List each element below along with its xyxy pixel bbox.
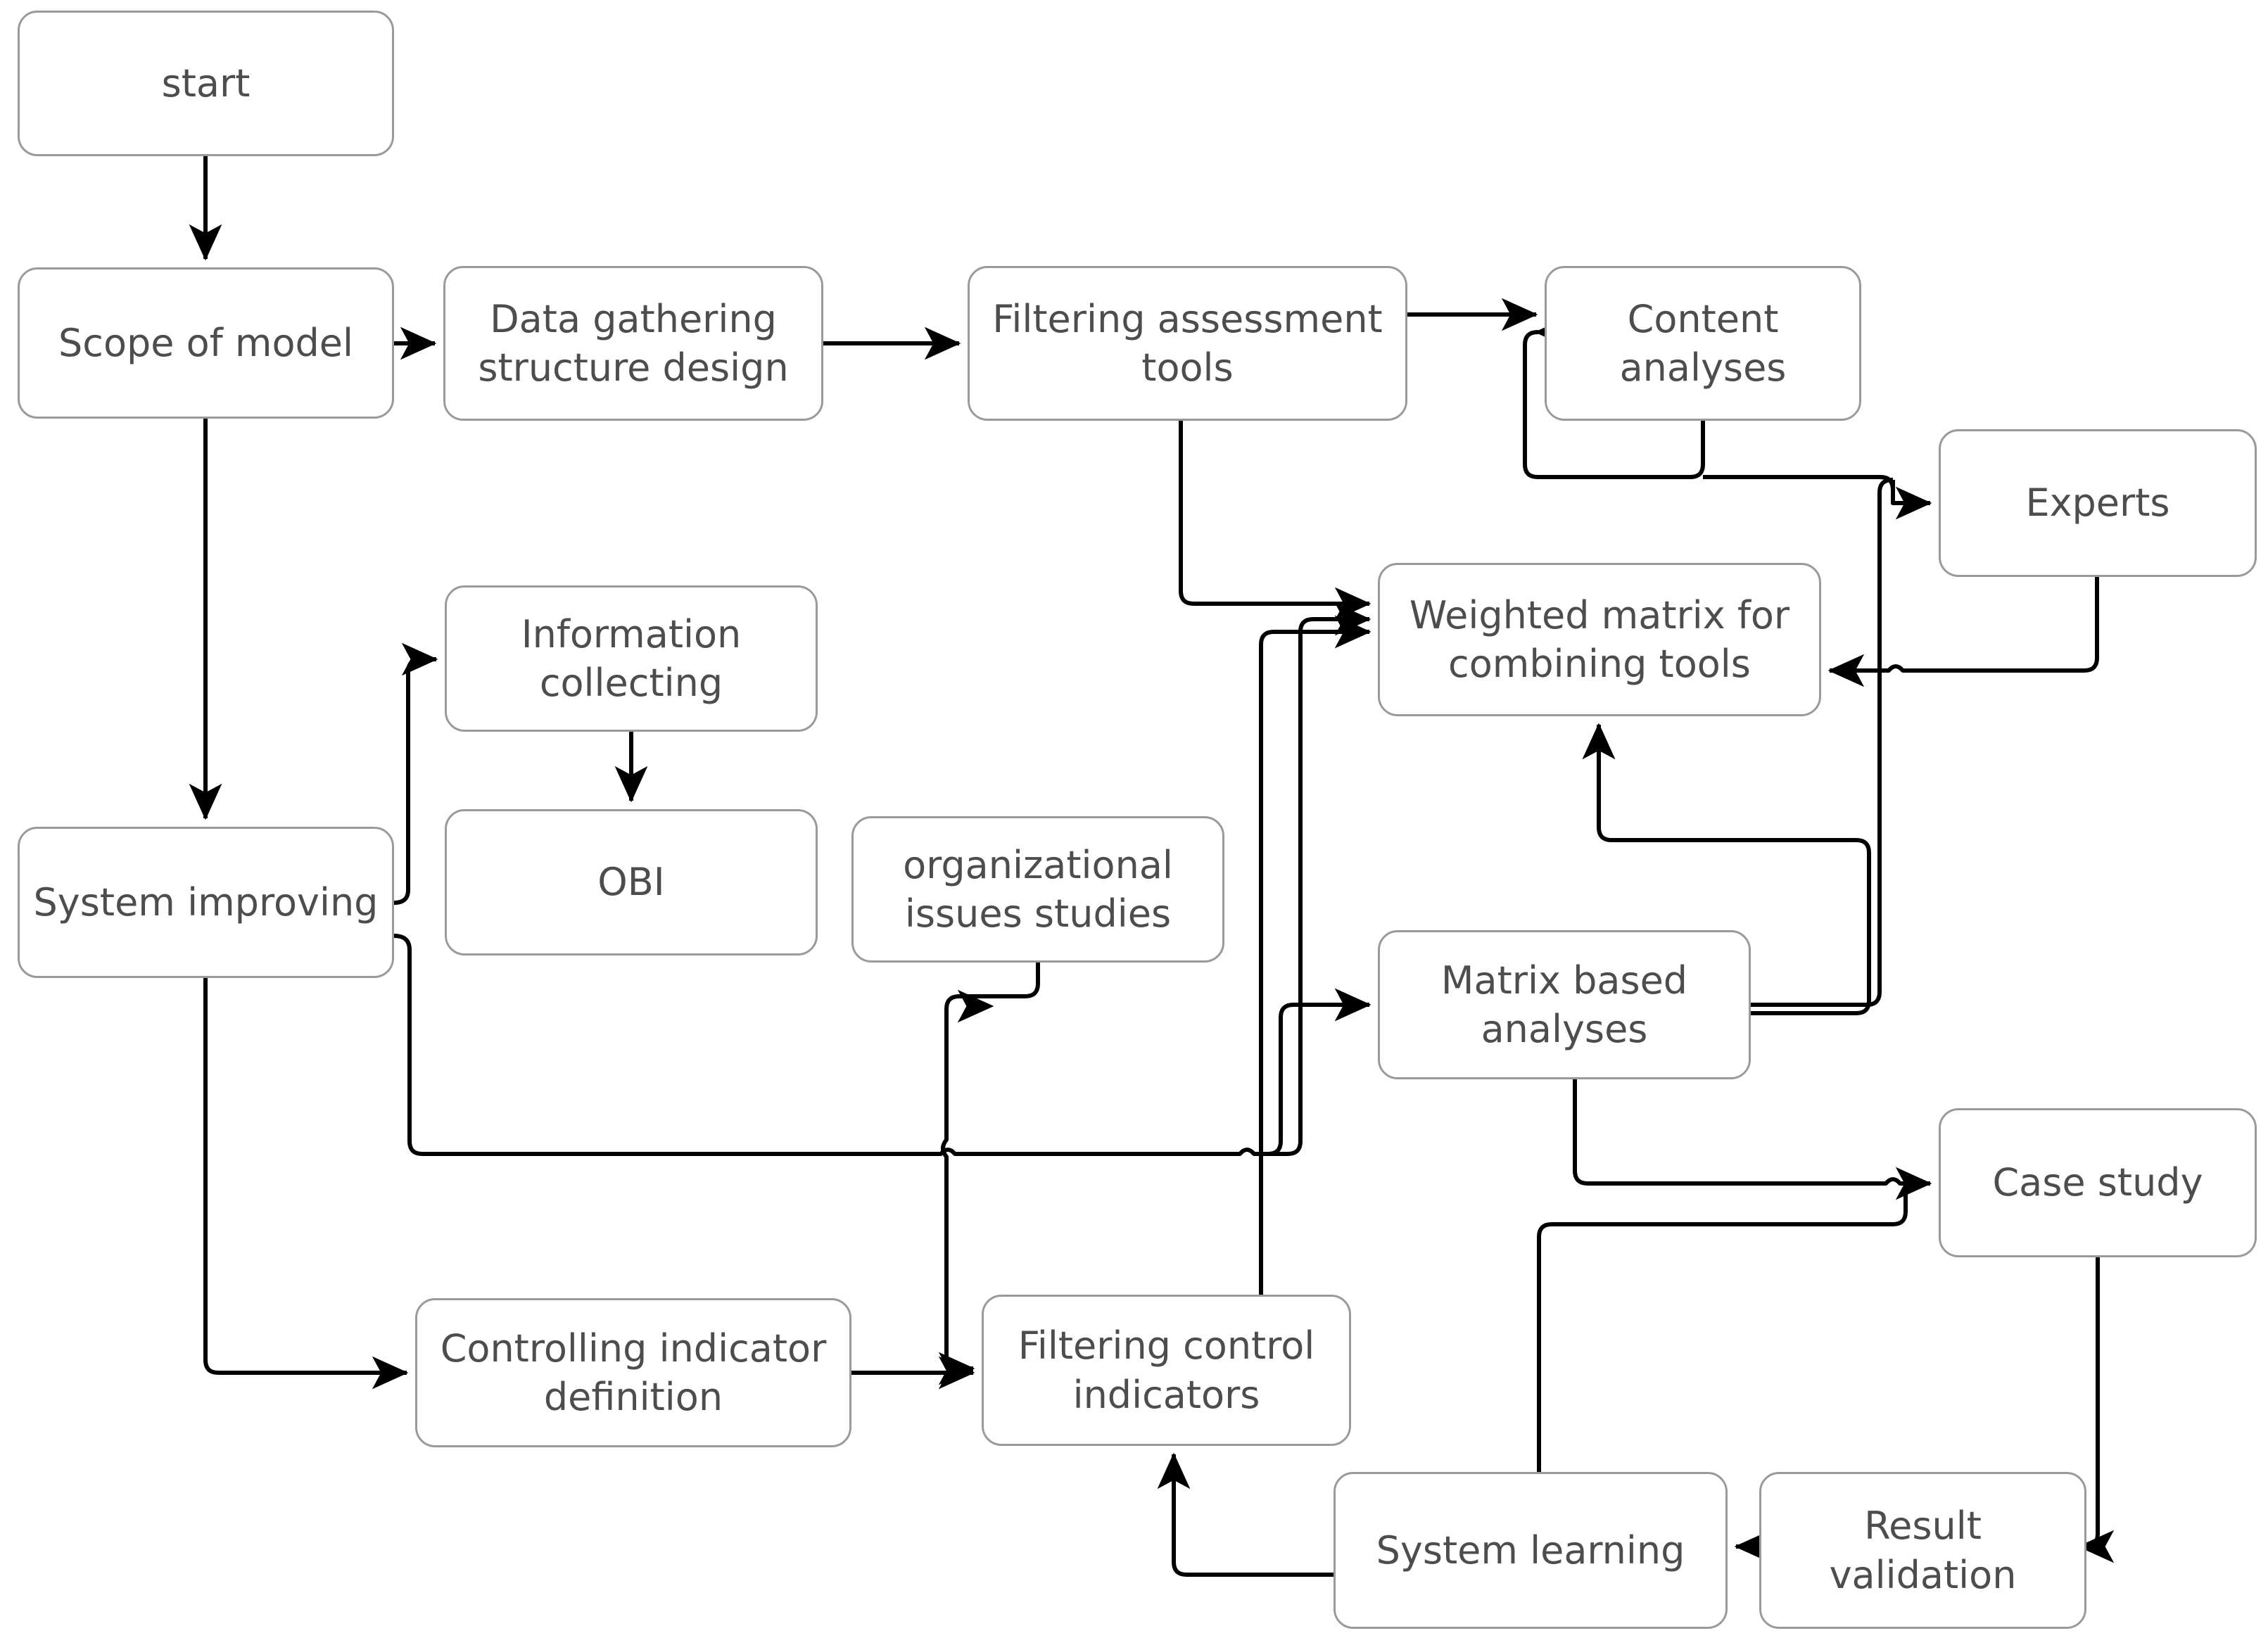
node-system-improving[interactable]: System improving	[18, 827, 394, 978]
edge-filtertools-to-weighted	[1179, 421, 1371, 621]
node-label: Information collecting	[521, 611, 742, 705]
node-system-learning[interactable]: System learning	[1333, 1472, 1728, 1629]
node-organizational-issues-studies[interactable]: organizational issues studies	[851, 816, 1224, 963]
node-label: Weighted matrix for combining tools	[1409, 592, 1790, 686]
edge-to-matrixanal	[1267, 988, 1371, 1156]
node-label: Content analyses	[1619, 296, 1787, 390]
edge-syslearn-up-to-casestudy	[1537, 1192, 1908, 1472]
edge-scope-to-ctrlindicator	[203, 978, 409, 1390]
node-data-gathering-structure-design[interactable]: Data gathering structure design	[443, 266, 823, 421]
edge-syslearn-to-casestudy	[1539, 1192, 1904, 1472]
node-start[interactable]: start	[18, 11, 394, 156]
node-obi[interactable]: OBI	[445, 809, 818, 956]
node-label: Result validation	[1829, 1504, 2017, 1597]
node-matrix-based-analyses[interactable]: Matrix based analyses	[1378, 930, 1751, 1079]
node-label: Filtering assessment tools	[992, 296, 1383, 390]
node-label: Data gathering structure design	[478, 296, 789, 390]
node-experts[interactable]: Experts	[1939, 429, 2257, 577]
node-label: start	[161, 61, 251, 106]
edge-syslearn-to-filterctrl	[1157, 1452, 1333, 1577]
node-label: Controlling indicator definition	[440, 1326, 827, 1419]
node-label: System learning	[1376, 1528, 1685, 1573]
node-controlling-indicator-definition[interactable]: Controlling indicator definition	[415, 1298, 851, 1447]
node-case-study[interactable]: Case study	[1939, 1108, 2257, 1257]
node-label: Filtering control indicators	[1018, 1323, 1315, 1417]
node-label: Case study	[1992, 1160, 2203, 1205]
edge-filterctrl-top-to-weighted	[1259, 615, 1371, 1295]
edge-bus-branch-matrixanal	[1334, 988, 1371, 1022]
node-label: Matrix based analyses	[1440, 958, 1688, 1051]
node-label: Experts	[2025, 481, 2170, 526]
edge-matrixanal-to-casestudy	[1573, 1079, 1932, 1200]
edge-content-to-experts	[1703, 475, 1896, 505]
node-label: organizational issues studies	[903, 842, 1173, 936]
edge-experts-to-weighted	[1827, 577, 2099, 687]
node-weighted-matrix-for-combining-tools[interactable]: Weighted matrix for combining tools	[1378, 563, 1821, 716]
edge-to-experts-arrow	[1891, 480, 1932, 520]
node-result-validation[interactable]: Result validation	[1759, 1472, 2086, 1629]
node-label: Scope of model	[58, 320, 354, 365]
node-filtering-control-indicators[interactable]: Filtering control indicators	[982, 1295, 1351, 1446]
node-filtering-assessment-tools[interactable]: Filtering assessment tools	[968, 266, 1407, 421]
edge-content-to-experts-2	[1703, 475, 1895, 492]
edge-matrixanal-up	[1751, 478, 1894, 1007]
edge-sysimproving-to-infocollect	[393, 642, 438, 905]
edge-matrixanal-to-weighted	[1582, 723, 1616, 760]
node-label: System improving	[33, 880, 379, 925]
edge-bus-to-matrixanal	[957, 989, 994, 1023]
node-scope-of-model[interactable]: Scope of model	[18, 267, 394, 419]
node-information-collecting[interactable]: Information collecting	[445, 585, 818, 732]
node-label: OBI	[597, 860, 665, 905]
edge-matrixanal-to-content	[1703, 476, 1881, 1005]
node-content-analyses[interactable]: Content analyses	[1545, 266, 1861, 421]
edge-filterctrl-to-weighted	[1334, 615, 1371, 649]
